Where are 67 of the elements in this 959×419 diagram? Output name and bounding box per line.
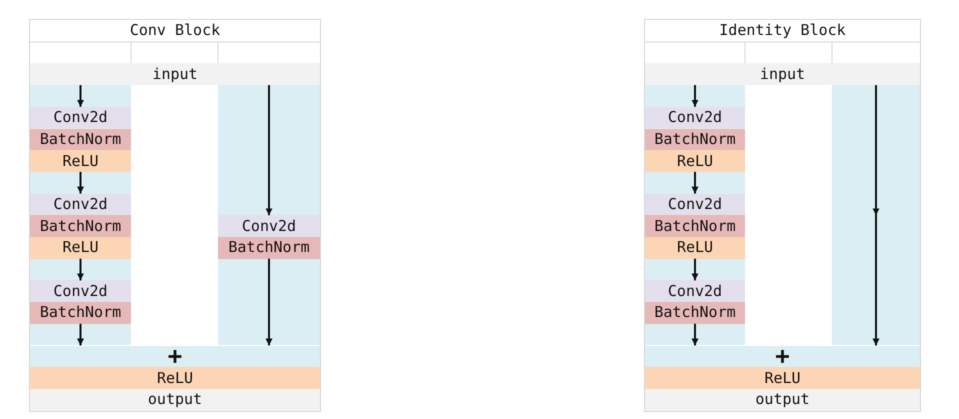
arrow xyxy=(692,172,698,194)
arrow xyxy=(77,258,84,280)
arrow xyxy=(77,172,84,194)
table-block xyxy=(29,19,321,412)
layer-label: ReLU xyxy=(676,154,714,169)
io-row xyxy=(30,388,320,411)
arrow xyxy=(266,258,272,346)
io-row xyxy=(645,63,920,86)
layer-label: ReLU xyxy=(676,240,714,256)
block-title: Identity Block xyxy=(719,20,846,41)
layer-label: ReLU xyxy=(764,370,801,386)
layer-label: Conv2d xyxy=(668,284,722,299)
io-label: input xyxy=(152,66,198,82)
sum-symbol: + xyxy=(168,346,182,366)
layer-cell xyxy=(645,194,745,216)
arrow xyxy=(77,85,84,107)
arrow xyxy=(692,258,698,280)
layer-label: BatchNorm xyxy=(40,218,122,234)
layer-cell xyxy=(30,215,131,237)
layer-label: BatchNorm xyxy=(654,132,736,147)
layer-label: Conv2d xyxy=(668,196,722,212)
layer-label: ReLU xyxy=(62,240,99,256)
sum-row xyxy=(645,346,920,368)
layer-label: BatchNorm xyxy=(40,305,122,320)
layer-cell xyxy=(645,128,745,150)
layer-label: Conv2d xyxy=(242,218,296,234)
arrow xyxy=(872,85,880,346)
layer-cell xyxy=(30,194,131,216)
layer-cell xyxy=(218,237,320,259)
io-label: output xyxy=(148,392,202,408)
layer-label: Conv2d xyxy=(53,284,108,299)
layer-cell xyxy=(645,150,745,172)
layer-cell xyxy=(30,367,320,389)
io-row xyxy=(645,388,920,411)
layer-cell xyxy=(30,302,131,324)
layer-label: BatchNorm xyxy=(228,240,310,256)
layer-label: ReLU xyxy=(62,154,99,169)
layer-cell xyxy=(30,237,131,259)
arrow xyxy=(692,85,698,107)
table-block xyxy=(644,19,921,412)
io-row xyxy=(30,63,320,86)
block-title: Conv Block xyxy=(130,20,220,41)
layer-cell xyxy=(645,367,920,389)
arrow xyxy=(692,324,698,346)
layer-label: Conv2d xyxy=(668,110,722,126)
layer-cell xyxy=(645,215,745,237)
layer-label: BatchNorm xyxy=(654,218,736,234)
layer-label: ReLU xyxy=(156,370,194,386)
layer-cell xyxy=(645,280,745,302)
layer-label: Conv2d xyxy=(53,196,108,212)
layer-label: BatchNorm xyxy=(40,132,122,147)
layer-cell xyxy=(30,106,131,128)
layer-label: Conv2d xyxy=(53,110,108,126)
layer-cell xyxy=(645,237,745,259)
sum-row xyxy=(30,346,320,368)
sum-symbol: + xyxy=(775,346,790,366)
io-label: input xyxy=(760,66,806,82)
io-label: output xyxy=(755,392,810,408)
layer-cell xyxy=(30,280,131,302)
layer-label: BatchNorm xyxy=(654,305,736,320)
layer-cell xyxy=(645,302,745,324)
layer-cell xyxy=(30,150,131,172)
arrow xyxy=(77,324,84,346)
layer-cell xyxy=(218,215,320,237)
arrow xyxy=(266,85,272,216)
layer-cell xyxy=(30,128,131,150)
layer-cell xyxy=(645,106,745,128)
